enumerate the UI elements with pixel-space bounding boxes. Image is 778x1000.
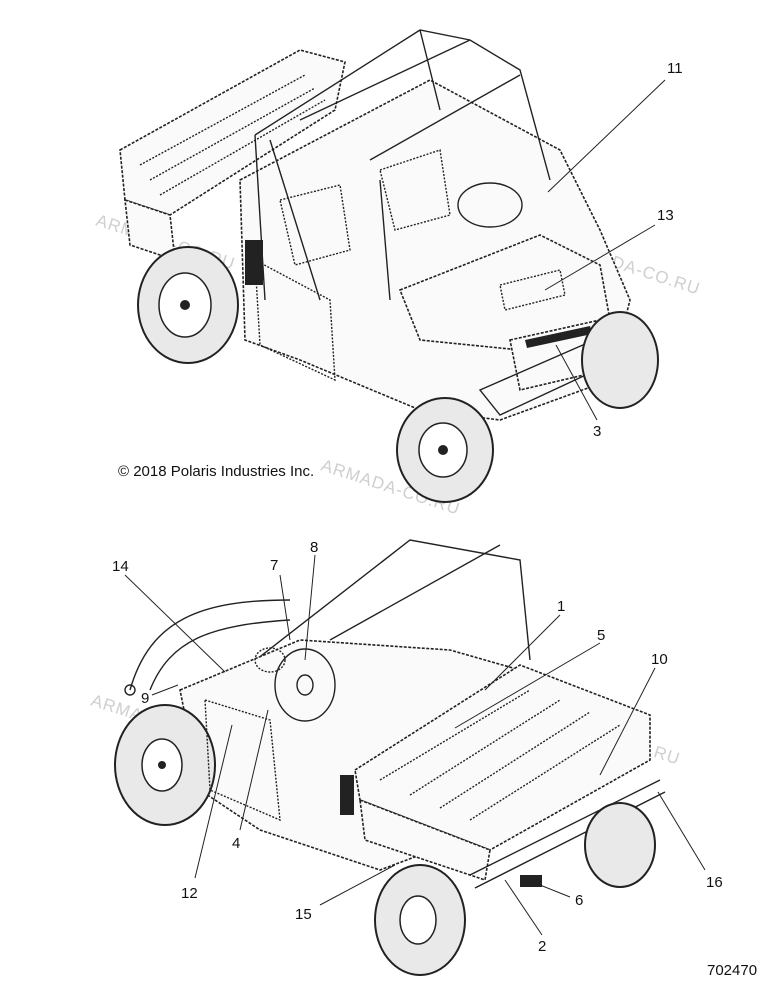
door-panel (204, 699, 281, 822)
callout-9: 9 (141, 690, 149, 707)
callout-14: 14 (112, 558, 129, 575)
steering-wheel (274, 648, 336, 722)
steering-hub (296, 674, 314, 696)
callout-labels: 11 13 3 8 7 14 1 5 10 9 4 16 12 6 15 2 (112, 60, 723, 955)
callout-15: 15 (295, 906, 312, 923)
front-left-hub-center (158, 761, 166, 769)
leader-line-12 (194, 724, 233, 879)
grille-badge-area (525, 326, 592, 348)
bed-ribs (379, 689, 621, 821)
rear-left-hub-center (180, 300, 190, 310)
brush-guard-end (124, 684, 136, 696)
callout-5: 5 (597, 627, 605, 644)
dash-gauge (254, 647, 286, 673)
bed-tailgate (359, 798, 491, 882)
hood-decal (499, 269, 566, 311)
front-brush-guard (129, 599, 291, 691)
hood (398, 234, 611, 351)
callout-10: 10 (651, 651, 668, 668)
vehicle-front-view (119, 29, 659, 503)
seat-right (379, 149, 451, 231)
leader-line-4 (239, 709, 269, 831)
leader-lines (124, 79, 706, 936)
cage-pillars (269, 139, 391, 301)
leader-line-8 (304, 554, 316, 661)
roll-cage (254, 29, 551, 301)
leader-line-13 (544, 224, 656, 291)
callout-13: 13 (657, 207, 674, 224)
door-panel (254, 258, 336, 382)
callout-7: 7 (270, 557, 278, 574)
leader-line-1 (484, 614, 561, 691)
callout-8: 8 (310, 539, 318, 556)
side-decal-block (245, 240, 263, 285)
leader-line-10 (599, 667, 656, 776)
hitch-receiver (520, 875, 542, 887)
callout-3: 3 (593, 423, 601, 440)
steering-wheel (457, 182, 523, 228)
rear-right-tire (584, 802, 656, 888)
leader-line-11 (547, 79, 666, 193)
leader-line-6 (534, 882, 571, 898)
leader-line-9 (151, 684, 179, 696)
front-left-hub-center (438, 445, 448, 455)
vehicle-rear-view (114, 539, 666, 976)
leader-line-16 (657, 791, 706, 871)
leader-line-3 (555, 344, 598, 421)
callout-2: 2 (538, 938, 546, 955)
callout-12: 12 (181, 885, 198, 902)
callout-6: 6 (575, 892, 583, 909)
roll-cage (229, 539, 531, 761)
leader-line-14 (124, 574, 226, 673)
leader-line-7 (279, 574, 291, 641)
callout-16: 16 (706, 874, 723, 891)
copyright-notice: © 2018 Polaris Industries Inc. (118, 463, 314, 480)
leader-line-5 (454, 642, 601, 729)
leader-line-2 (504, 879, 543, 936)
bed-ribs (139, 74, 326, 196)
callout-11: 11 (667, 60, 683, 77)
front-right-tire (581, 311, 659, 409)
callout-4: 4 (232, 835, 240, 852)
rear-side-decal (340, 775, 354, 815)
rear-left-hub (399, 895, 437, 945)
callout-1: 1 (557, 598, 565, 615)
seat-left (279, 184, 351, 266)
leader-line-15 (319, 864, 396, 906)
document-id: 702470 (707, 962, 757, 979)
